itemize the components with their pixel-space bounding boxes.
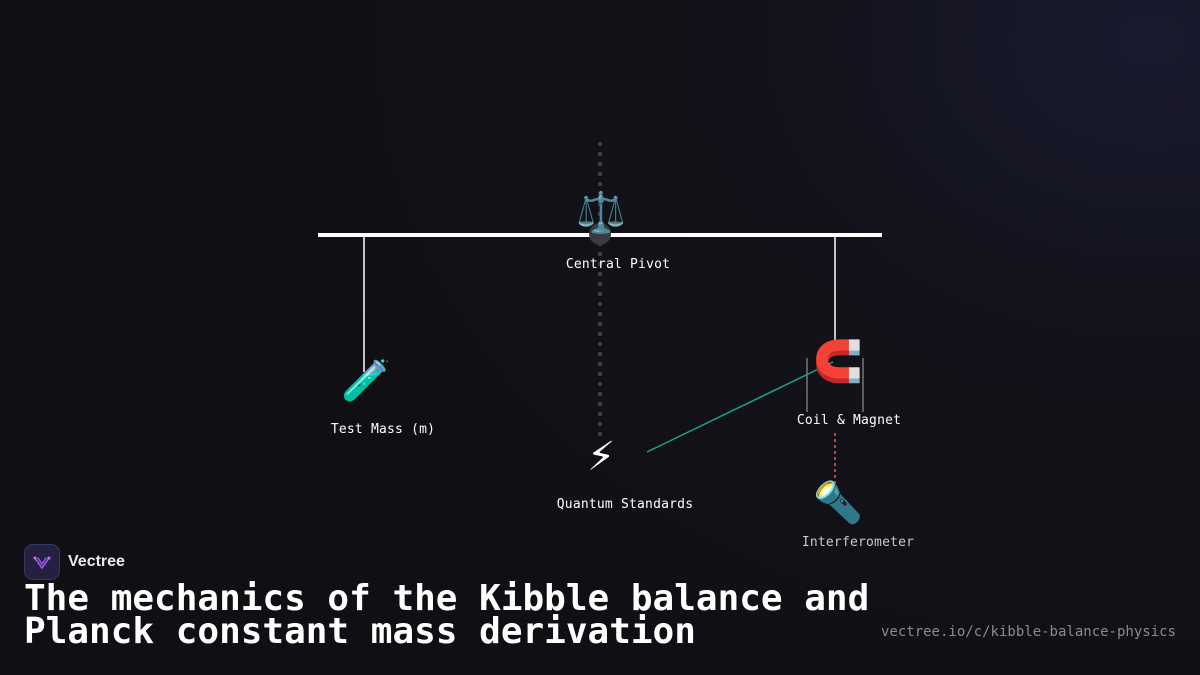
- vectree-logo-icon: [24, 544, 60, 580]
- quantum-link-line: [646, 361, 834, 453]
- interferometer-label: Interferometer: [801, 535, 915, 550]
- page-title: The mechanics of the Kibble balance and …: [24, 578, 870, 652]
- brand-name: Vectree: [68, 553, 125, 570]
- flashlight-icon: 🔦: [813, 480, 863, 526]
- test-mass-label: Test Mass (m): [330, 422, 436, 437]
- pivot-knob: [589, 223, 611, 245]
- test-tube-icon: 🧪: [341, 358, 391, 404]
- magnet-icon: 🧲: [813, 339, 863, 385]
- brand[interactable]: Vectree: [24, 544, 125, 580]
- central-pivot-label: Central Pivot: [565, 257, 671, 272]
- balance-scale-icon: ⚖️: [576, 190, 626, 236]
- lightning-icon: ⚡: [586, 434, 616, 480]
- coil-magnet-label: Coil & Magnet: [796, 413, 902, 428]
- source-url[interactable]: vectree.io/c/kibble-balance-physics: [880, 624, 1176, 640]
- quantum-standards-label: Quantum Standards: [556, 497, 694, 512]
